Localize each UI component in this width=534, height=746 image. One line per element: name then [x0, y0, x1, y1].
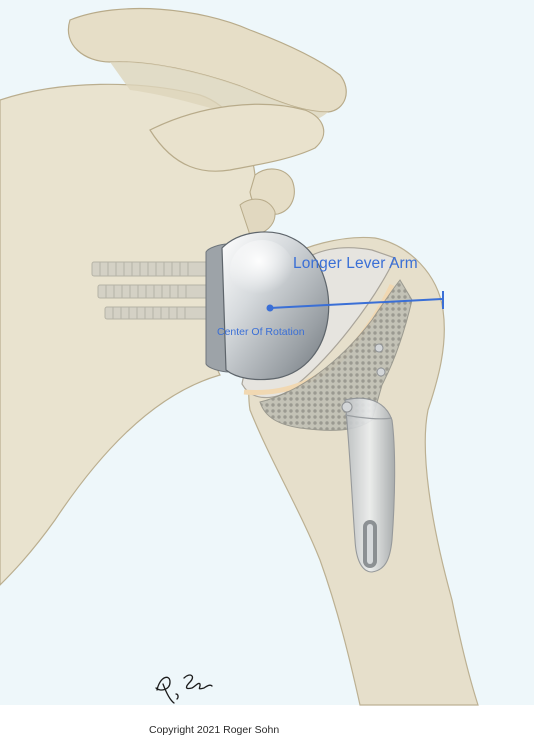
center-of-rotation-dot	[267, 305, 274, 312]
center-of-rotation-label: Center Of Rotation	[217, 326, 305, 338]
copyright-notice: Copyright 2021 Roger Sohn	[149, 724, 279, 736]
lever-arm-label: Longer Lever Arm	[293, 255, 418, 273]
baseplate-screws	[92, 262, 212, 319]
